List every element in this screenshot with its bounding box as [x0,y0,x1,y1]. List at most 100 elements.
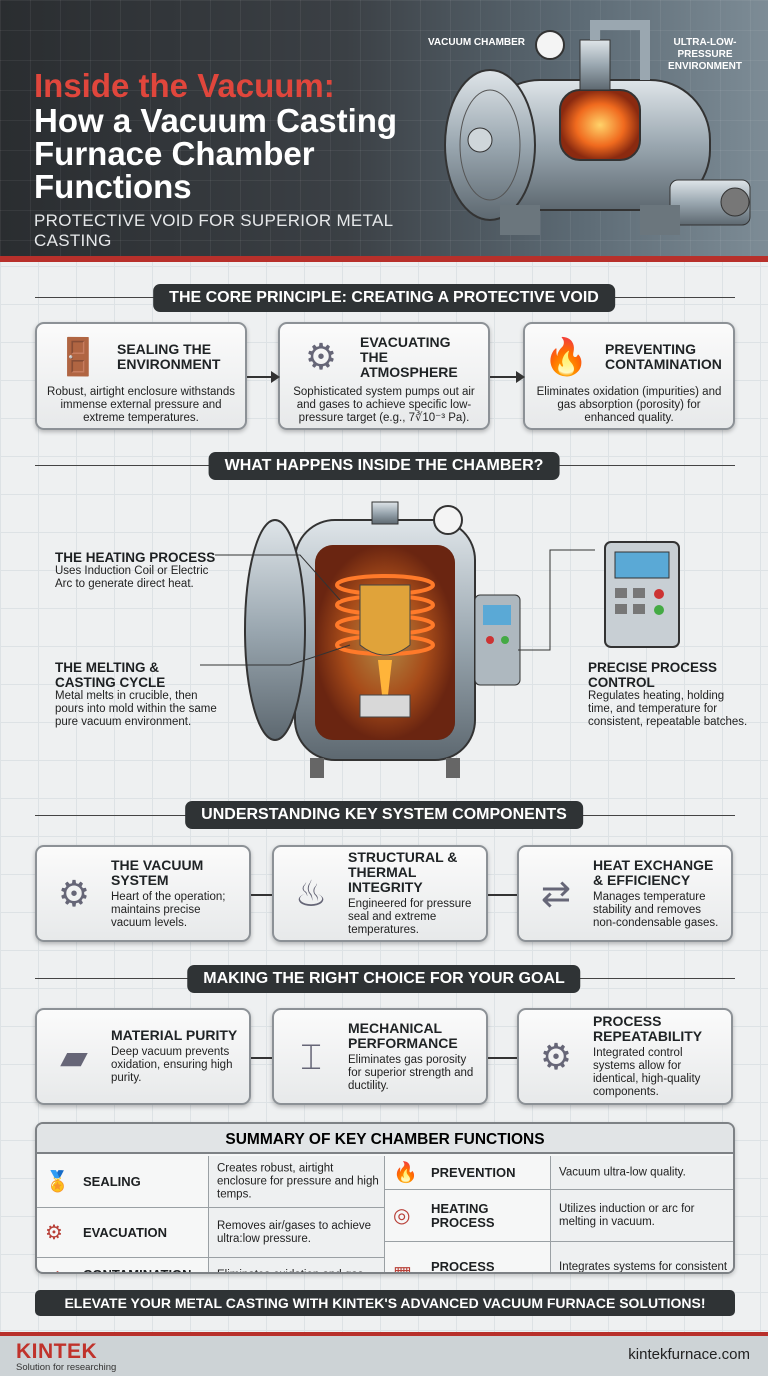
connector-line [488,893,517,896]
summary-key-cell: 🛡 CONTAMINATION PREVENTION [37,1258,209,1274]
summary-table: SUMMARY OF KEY CHAMBER FUNCTIONS 🏅 SEALI… [35,1122,735,1274]
title-block: Inside the Vacuum: How a Vacuum Casting … [34,68,434,251]
summary-key: PREVENTION [431,1164,516,1180]
flow-arrow [247,371,280,383]
summary-value: Utilizes induction or arc for melting in… [559,1202,695,1228]
card-text: Sophisticated system pumps out air and g… [293,386,475,424]
card-text: Robust, airtight enclosure withstands im… [47,386,235,424]
summary-value-cell: Utilizes induction or arc for melting in… [551,1190,733,1242]
label-title: THE MELTING & CASTING CYCLE [55,660,166,690]
summary-key-cell: 🔥 PREVENTION [385,1156,551,1190]
summary-key: EVACUATION [83,1224,168,1240]
page-subtitle: PROTECTIVE VOID FOR SUPERIOR METAL CASTI… [34,211,393,250]
card-evacuating-the-atmosphere: ⚙ EVACUATING THE ATMOSPHERE Sophisticated … [278,322,490,430]
footer: KINTEK Solution for researching kintekfu… [0,1336,768,1376]
card-title: MATERIAL PURITY [111,1027,238,1043]
summary-key-cell: ▦ PROCESS CONTROL [385,1242,551,1274]
summary-value-cell: Eliminates oxidation and gas absorption. [209,1258,385,1273]
shield-icon: 🛡 [45,1269,70,1272]
valve-pump-icon: ⚙ [57,872,91,914]
summary-key-cell: 🏅 SEALING [37,1156,209,1208]
card-title: PROCESS REPEATABILITY [593,1013,703,1044]
card-title: THE VACUUM SYSTEM [111,856,204,888]
card-title: PREVENTING CONTAMINATION [605,341,722,372]
flame-shield-icon: 🔥 [543,336,589,377]
motor-icon: ⚙ [45,1222,63,1244]
summary-value-cell: Integrates systems for consistent cycles… [551,1242,733,1273]
card-sealing-the-environment: 🚪 SEALING THE ENVIRONMENT Robust, airtight… [35,322,247,430]
label-text: Regulates heating, holding time, and tem… [588,690,748,728]
frame-heat-icon: ♨ [294,872,328,914]
label-title: PRECISE PROCESS CONTROL [588,660,718,690]
section-title-choice: MAKING THE RIGHT CHOICE FOR YOUR GOAL [187,965,581,993]
label-heating-process: THE HEATING PROCESS Uses Induction Coil … [55,550,225,591]
chamber-cutaway-illustration [200,501,595,778]
card-title: MECHANICAL PERFORMANCE [348,1019,458,1051]
cta-banner[interactable]: ELEVATE YOUR METAL CASTING WITH KINTEK'S… [35,1290,735,1316]
connector-line [488,1056,517,1059]
logo-tagline: Solution for researching [16,1362,117,1373]
card-title: STRUCTURAL & THERMAL INTEGRITY [348,849,458,895]
card-material-purity: ▰ MATERIAL PURITY Deep vacuum prevents oxi… [35,1008,251,1105]
card-title: SEALING THE ENVIRONMENT [117,341,221,372]
card-text: Deep vacuum prevents oxidation, ensuring… [111,1046,233,1084]
section-title-inside-chamber: WHAT HAPPENS INSIDE THE CHAMBER? [208,452,560,480]
door-gauge-icon: 🚪 [55,336,101,377]
summary-value: Creates robust, airtight enclosure for p… [217,1162,379,1200]
summary-key-cell: ⚙ EVACUATION [37,1208,209,1258]
summary-value: Eliminates oxidation and gas absorption. [217,1269,379,1273]
section-title-components: UNDERSTANDING KEY SYSTEM COMPONENTS [185,801,583,829]
card-text: Integrated control systems allow for ide… [593,1047,701,1098]
summary-key: CONTAMINATION PREVENTION [83,1266,192,1274]
label-text: Metal melts in crucible, then pours into… [55,690,217,728]
flame-icon: 🔥 [393,1162,418,1184]
footer-divider [0,1332,768,1337]
card-text: Eliminates oxidation (impurities) and ga… [536,386,722,424]
ingot-icon: ▰ [60,1035,88,1077]
summary-key: PROCESS CONTROL [431,1258,495,1274]
flow-arrow [490,371,525,383]
summary-key: SEALING [83,1173,141,1189]
card-text: Engineered for pressure seal and extreme… [348,898,472,936]
summary-value-cell: Creates robust, airtight enclosure for p… [209,1156,385,1208]
control-panel-icon: ▦ [393,1263,412,1274]
section-title-core-principle: THE CORE PRINCIPLE: CREATING A PROTECTIV… [153,284,615,312]
card-title: EVACUATING THE ATMOSPHERE [360,333,458,380]
label-melting-casting: THE MELTING & CASTING CYCLE Metal melts … [55,660,220,729]
control-panel-icon [604,541,680,648]
pump-icon: ⚙ [304,336,338,377]
label-title: THE HEATING PROCESS [55,550,216,565]
i-beam-icon: ⌶ [300,1035,322,1077]
card-title: HEAT EXCHANGE & EFFICIENCY [593,856,714,888]
summary-value-cell: Removes air/gases to achieve ultra:low p… [209,1208,385,1258]
heat-exchanger-icon: ⇄ [540,872,572,914]
summary-key-cell: ◎ HEATING PROCESS [385,1190,551,1242]
page-title: How a Vacuum Casting Furnace Chamber Fun… [34,102,398,205]
page-title-accent: Inside the Vacuum: [34,67,335,104]
summary-value: Vacuum ultra-low quality. [559,1166,686,1178]
website-link[interactable]: kintekfurnace.com [628,1346,750,1363]
card-preventing-contamination: 🔥 PREVENTING CONTAMINATION Eliminates oxid… [523,322,735,430]
callout-ultra-low-pressure: ULTRA-LOW-PRESSURE ENVIRONMENT [668,37,742,72]
ribbon-badge-icon: 🏅 [45,1171,70,1193]
header-divider [0,256,768,262]
summary-value: Removes air/gases to achieve ultra:low p… [217,1219,372,1245]
summary-value: Integrates systems for consistent cycles… [559,1260,728,1273]
header-banner: VACUUM CHAMBER ULTRA-LOW-PRESSURE ENVIRO… [0,0,768,258]
card-text: Eliminates gas porosity for superior str… [348,1053,474,1092]
connector-line [251,1056,272,1059]
summary-title: SUMMARY OF KEY CHAMBER FUNCTIONS [37,1124,733,1154]
label-text: Uses Induction Coil or Electric Arc to g… [55,565,209,590]
card-text: Manages temperature stability and remove… [593,890,719,929]
summary-value-cell: Vacuum ultra-low quality. [551,1156,733,1190]
summary-key: HEATING PROCESS [431,1200,495,1230]
card-text: Heart of the operation; maintains precis… [111,890,226,929]
label-process-control: PRECISE PROCESS CONTROL Regulates heatin… [588,660,748,729]
callout-vacuum-chamber: VACUUM CHAMBER [428,37,526,48]
gears-icon: ⚙ [539,1035,573,1077]
vacuum-furnace-illustration [444,20,751,235]
coil-icon: ◎ [393,1205,411,1227]
